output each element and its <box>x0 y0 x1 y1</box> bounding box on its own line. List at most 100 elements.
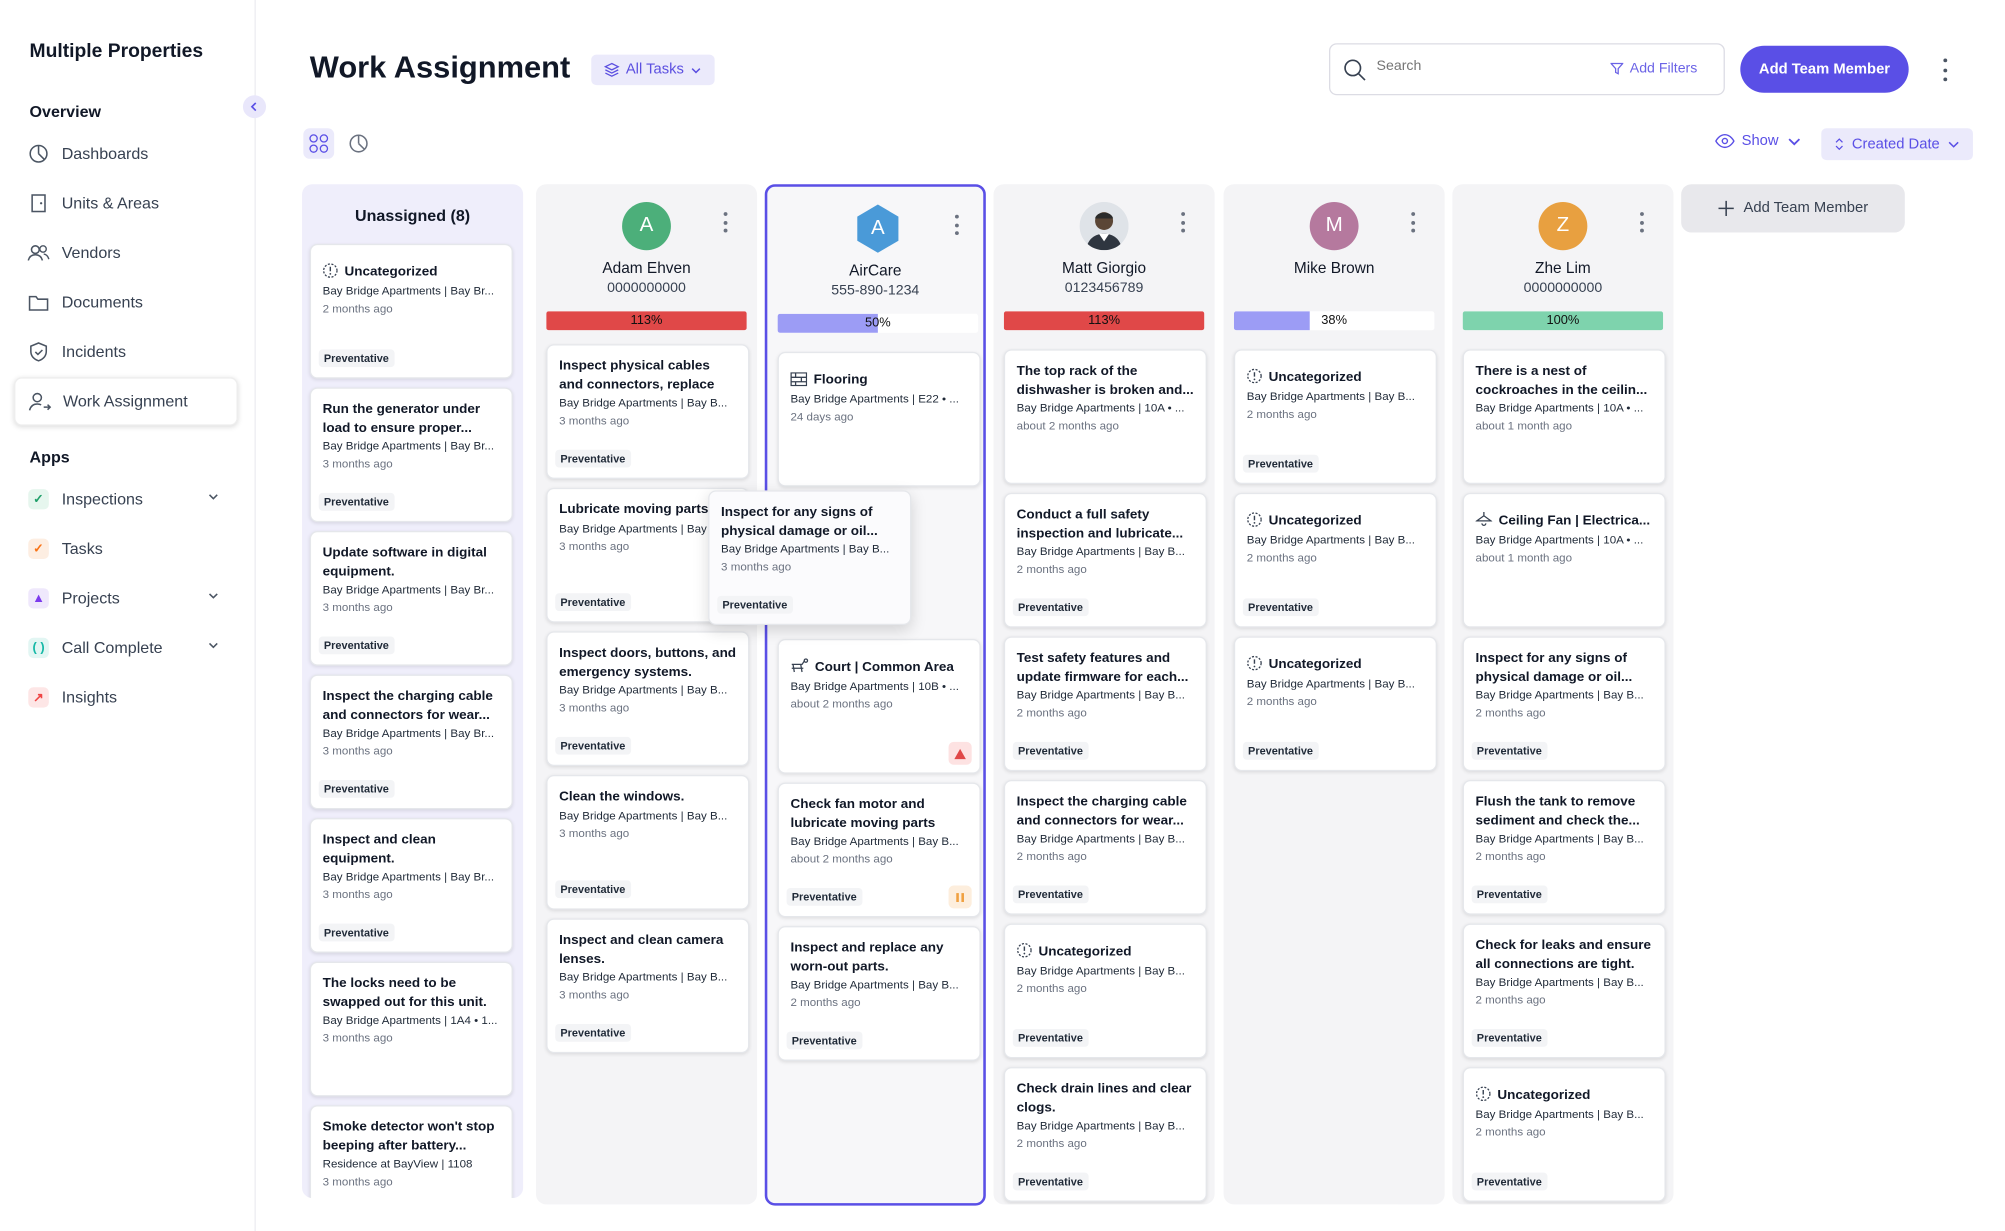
task-location: Bay Bridge Apartments | Bay B... <box>1246 389 1415 403</box>
add-filters-button[interactable]: Add Filters <box>1610 61 1697 76</box>
app-item-insights[interactable]: ↗ Insights <box>14 673 238 721</box>
collapse-sidebar-button[interactable] <box>242 95 267 119</box>
sidebar: Multiple Properties Overview Dashboards … <box>0 0 256 1231</box>
column-more-icon[interactable] <box>1637 212 1645 233</box>
nav-item-units-areas[interactable]: Units & Areas <box>14 179 238 227</box>
workload-progress-fill <box>1233 311 1311 331</box>
task-location: Bay Bridge Apartments | Bay Br... <box>322 870 495 883</box>
task-card[interactable]: Ceiling Fan | Electrica... Bay Bridge Ap… <box>1462 492 1666 628</box>
task-location: Bay Bridge Apartments | 1A4 • 1... <box>322 1013 498 1027</box>
workload-progress-bar: 50% <box>777 313 979 333</box>
task-card[interactable]: Smoke detector won't stop beeping after … <box>309 1105 513 1198</box>
sort-dropdown[interactable]: Created Date <box>1821 128 1973 161</box>
column-more-icon[interactable] <box>721 212 729 233</box>
add-team-member-column[interactable]: Add Team Member <box>1681 184 1905 233</box>
task-location: Bay Bridge Apartments | Bay B... <box>1016 832 1185 845</box>
app-item-label: Call Complete <box>61 639 163 657</box>
task-card[interactable]: Check drain lines and clear clogs. Bay B… <box>1003 1067 1207 1202</box>
more-options-icon[interactable] <box>1933 58 1956 82</box>
task-card[interactable]: Inspect doors, buttons, and emergency sy… <box>546 631 750 767</box>
task-card[interactable]: Inspect the charging cable and connector… <box>1003 780 1207 915</box>
insights-app-icon: ↗ <box>27 686 50 709</box>
workload-progress-bar: 38% <box>1233 311 1435 331</box>
app-item-call-complete[interactable]: ( ) Call Complete <box>14 624 238 672</box>
chart-view-toggle[interactable] <box>343 128 374 158</box>
chevron-down-icon[interactable] <box>207 589 220 602</box>
task-card[interactable]: Clean the windows. Bay Bridge Apartments… <box>546 774 750 910</box>
task-card[interactable]: The locks need to be swapped out for thi… <box>309 961 513 1097</box>
task-title-text: Conduct a full safety inspection and lub… <box>1016 506 1184 541</box>
task-card[interactable]: Flooring Bay Bridge Apartments | E22 • .… <box>777 351 981 487</box>
search-input[interactable] <box>1376 58 1570 74</box>
task-card[interactable]: Test safety features and update firmware… <box>1003 636 1207 772</box>
task-card[interactable]: Inspect for any signs of physical damage… <box>1462 636 1666 772</box>
task-title-text: Inspect for any signs of physical damage… <box>1475 650 1633 685</box>
member-phone: 555-890-1234 <box>831 283 920 299</box>
chevron-down-icon[interactable] <box>207 639 220 652</box>
task-location: Bay Bridge Apartments | E22 • ... <box>790 391 959 405</box>
filter-icon <box>1610 62 1624 75</box>
nav-item-incidents[interactable]: Incidents <box>14 328 238 376</box>
dragging-task-card[interactable]: Inspect for any signs of physical damage… <box>708 490 912 626</box>
task-card[interactable]: Lubricate moving parts. Bay Bridge Apart… <box>546 487 750 623</box>
task-card[interactable]: Inspect and replace any worn-out parts. … <box>777 926 981 1061</box>
task-card[interactable]: Inspect the charging cable and connector… <box>309 674 513 810</box>
nav-item-documents[interactable]: Documents <box>14 278 238 326</box>
workload-progress-fill <box>546 311 747 331</box>
task-card[interactable]: Update software in digital equipment. Ba… <box>309 531 513 666</box>
column-more-icon[interactable] <box>1179 212 1187 233</box>
task-title-text: Inspect the charging cable and connector… <box>1016 794 1187 828</box>
task-card[interactable]: Uncategorized Bay Bridge Apartments | Ba… <box>1233 349 1437 485</box>
workload-progress-fill <box>1462 311 1664 331</box>
task-date: 2 months ago <box>1016 849 1087 863</box>
column-more-icon[interactable] <box>952 214 960 236</box>
member-avatar: Z <box>1538 201 1588 251</box>
show-dropdown[interactable]: Show <box>1715 133 1803 149</box>
task-card[interactable]: Flush the tank to remove sediment and ch… <box>1462 780 1666 915</box>
task-date: 2 months ago <box>1246 694 1317 707</box>
app-item-tasks[interactable]: ✓ Tasks <box>14 525 238 573</box>
board-view-toggle[interactable] <box>303 128 335 159</box>
task-card[interactable]: Uncategorized Bay Bridge Apartments | Ba… <box>1003 923 1207 1059</box>
task-date: 3 months ago <box>322 1031 393 1045</box>
app-item-projects[interactable]: ▲ Projects <box>14 574 238 622</box>
task-card[interactable]: Check fan motor and lubricate moving par… <box>777 782 981 918</box>
task-card[interactable]: Uncategorized Bay Bridge Apartments | Ba… <box>309 243 513 379</box>
task-filter-dropdown[interactable]: All Tasks <box>591 54 715 86</box>
task-card[interactable]: Uncategorized Bay Bridge Apartments | Ba… <box>1462 1067 1666 1202</box>
task-card[interactable]: The top rack of the dishwasher is broken… <box>1003 349 1207 485</box>
task-date: 3 months ago <box>559 539 630 552</box>
task-card[interactable]: Inspect and clean camera lenses. Bay Bri… <box>546 918 750 1054</box>
task-date: about 2 months ago <box>1016 419 1119 432</box>
task-card[interactable]: Inspect and clean equipment. Bay Bridge … <box>309 818 513 953</box>
nav-item-dashboards[interactable]: Dashboards <box>14 130 238 178</box>
task-card[interactable]: Check for leaks and ensure all connectio… <box>1462 923 1666 1059</box>
task-title-text: Test safety features and update firmware… <box>1016 650 1189 685</box>
task-date: 2 months ago <box>1475 849 1546 863</box>
task-card[interactable]: Conduct a full safety inspection and lub… <box>1003 492 1207 628</box>
chevron-down-icon[interactable] <box>207 490 220 503</box>
task-title: Court | Common Area <box>790 658 967 676</box>
column-more-icon[interactable] <box>1409 212 1417 233</box>
task-card[interactable]: Court | Common Area Bay Bridge Apartment… <box>777 639 981 774</box>
nav-item-vendors[interactable]: Vendors <box>14 229 238 277</box>
property-selector[interactable]: Multiple Properties <box>29 40 204 63</box>
task-location: Bay Bridge Apartments | Bay Br... <box>322 439 495 453</box>
task-title-text: Uncategorized <box>344 264 438 280</box>
task-card[interactable]: There is a nest of cockroaches in the ce… <box>1462 349 1666 485</box>
task-location: Bay Bridge Apartments | Bay B... <box>559 808 728 822</box>
task-card[interactable]: Uncategorized Bay Bridge Apartments | Ba… <box>1233 636 1437 772</box>
add-team-member-button[interactable]: Add Team Member <box>1740 45 1909 93</box>
sort-label: Created Date <box>1851 136 1940 152</box>
task-card[interactable]: Run the generator under load to ensure p… <box>309 387 513 523</box>
task-card[interactable]: Inspect physical cables and connectors, … <box>546 344 750 479</box>
task-card[interactable]: Uncategorized Bay Bridge Apartments | Ba… <box>1233 492 1437 628</box>
task-title: Uncategorized <box>1247 655 1424 674</box>
chevron-down-icon <box>1948 141 1959 148</box>
nav-item-label: Vendors <box>61 243 121 262</box>
grid-view-icon <box>309 134 329 153</box>
nav-item-work-assignment[interactable]: Work Assignment <box>14 377 238 426</box>
add-filters-label: Add Filters <box>1629 60 1698 77</box>
app-item-inspections[interactable]: ✓ Inspections <box>14 475 238 523</box>
sort-icon <box>1835 138 1843 151</box>
